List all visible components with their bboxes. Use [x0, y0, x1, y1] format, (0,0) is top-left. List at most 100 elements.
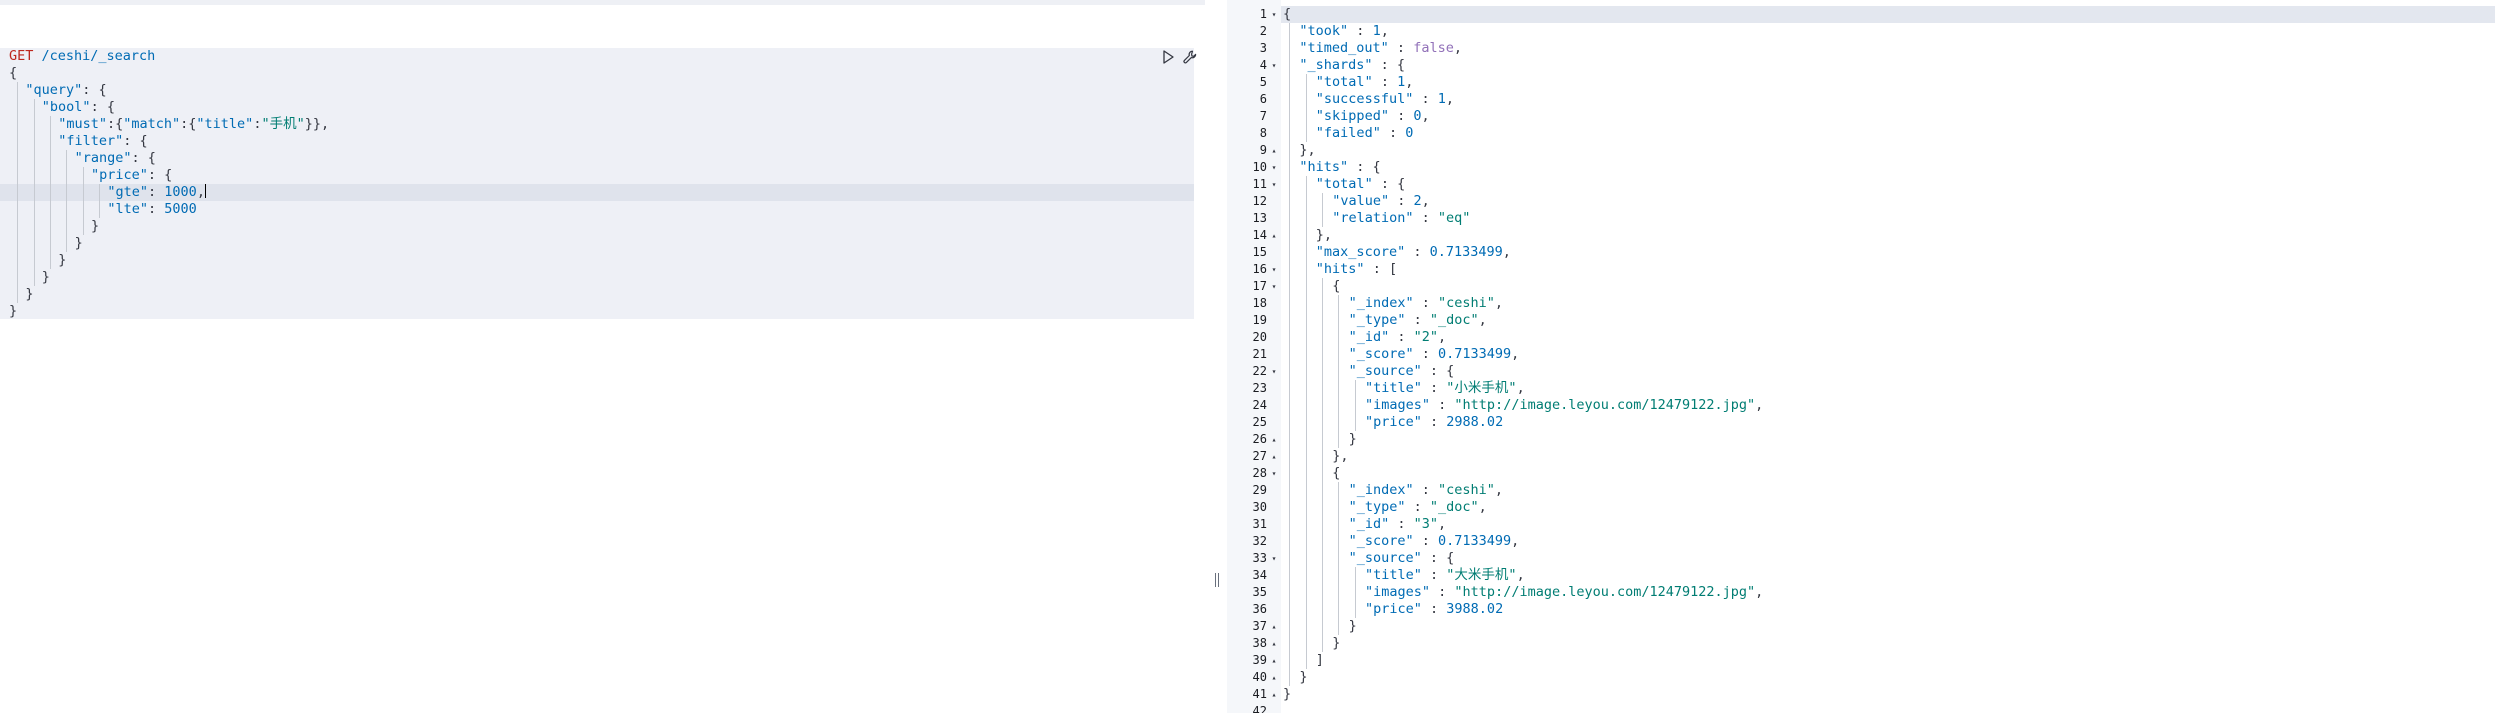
indent-guide: [1305, 227, 1307, 244]
indent-guide: [1305, 74, 1307, 91]
indent-guide: [17, 269, 19, 286]
response-code: "_shards" : {: [1299, 57, 1405, 74]
code-token: ,: [1511, 533, 1520, 549]
line-number: 30: [1252, 500, 1267, 514]
response-viewer-pane[interactable]: 1▾{2"took" : 1,3"timed_out" : false,4▾"_…: [1227, 0, 2495, 713]
fold-caret-down-icon[interactable]: ▾: [1271, 180, 1277, 189]
indent-guide: [1305, 414, 1307, 431]
response-line: 12"value" : 2,: [1227, 193, 2495, 210]
request-editor[interactable]: GET /ceshi/_search {"query": {"bool": {"…: [0, 48, 1194, 320]
fold-caret-down-icon[interactable]: ▾: [1271, 282, 1277, 291]
fold-caret-down-icon[interactable]: ▾: [1271, 469, 1277, 478]
line-number: 12: [1252, 194, 1267, 208]
line-number: 9: [1259, 143, 1267, 157]
code-token: 0.7133499: [1438, 533, 1512, 549]
code-token: "skipped": [1315, 108, 1389, 124]
fold-caret-up-icon[interactable]: ▴: [1271, 452, 1277, 461]
request-line[interactable]: "bool": {: [0, 99, 1194, 116]
code-token: 1: [1397, 74, 1406, 90]
line-number: 13: [1252, 211, 1267, 225]
request-line[interactable]: "gte": 1000,: [0, 184, 1194, 201]
fold-caret-up-icon[interactable]: ▴: [1271, 690, 1277, 699]
request-line[interactable]: }: [0, 303, 1194, 320]
indent-guide: [1305, 618, 1307, 635]
request-line[interactable]: "query": {: [0, 82, 1194, 99]
play-icon[interactable]: [1160, 49, 1176, 65]
code-token: :: [1405, 312, 1430, 328]
code-token: ,: [1445, 91, 1455, 107]
code-token: : {: [131, 150, 156, 166]
request-editor-pane[interactable]: GET /ceshi/_search {"query": {"bool": {"…: [0, 0, 1205, 713]
fold-caret-down-icon[interactable]: ▾: [1271, 367, 1277, 376]
code-token: :: [1421, 380, 1447, 396]
request-line[interactable]: "filter": {: [0, 133, 1194, 150]
line-number: 32: [1252, 534, 1267, 548]
wrench-icon[interactable]: [1182, 49, 1198, 65]
indent-guide: [1289, 465, 1291, 482]
fold-caret-up-icon[interactable]: ▴: [1271, 435, 1277, 444]
response-line: 10▾"hits" : {: [1227, 159, 2495, 176]
code-token: : {: [82, 82, 107, 98]
fold-caret-up-icon[interactable]: ▴: [1271, 622, 1277, 631]
response-output[interactable]: 1▾{2"took" : 1,3"timed_out" : false,4▾"_…: [1227, 6, 2495, 713]
request-line[interactable]: "must":{"match":{"title":"手机"}},: [0, 116, 1194, 133]
code-token: "_score": [1348, 346, 1414, 362]
line-number: 14: [1252, 228, 1267, 242]
response-line: 32"_score" : 0.7133499,: [1227, 533, 2495, 550]
request-line[interactable]: "lte": 5000: [0, 201, 1194, 218]
fold-caret-down-icon[interactable]: ▾: [1271, 554, 1277, 563]
line-number: 40: [1252, 670, 1267, 684]
pane-divider: [1205, 0, 1227, 713]
fold-caret-up-icon[interactable]: ▴: [1271, 656, 1277, 665]
indent-guide: [66, 150, 68, 167]
request-line[interactable]: }: [0, 269, 1194, 286]
fold-caret-down-icon[interactable]: ▾: [1271, 10, 1277, 19]
fold-caret-up-icon[interactable]: ▴: [1271, 639, 1277, 648]
indent-guide: [1305, 380, 1307, 397]
code-token: {: [1332, 465, 1341, 481]
code-token: "2": [1413, 329, 1439, 345]
fold-caret-down-icon[interactable]: ▾: [1271, 265, 1277, 274]
indent-guide: [1289, 448, 1291, 465]
resize-handle-icon[interactable]: [1215, 573, 1221, 587]
fold-caret-down-icon[interactable]: ▾: [1271, 61, 1277, 70]
indent-guide: [1338, 295, 1340, 312]
indent-guide: [1354, 380, 1356, 397]
fold-caret-up-icon[interactable]: ▴: [1271, 146, 1277, 155]
line-number: 6: [1259, 92, 1267, 106]
request-line[interactable]: }: [0, 218, 1194, 235]
indent-guide: [1305, 533, 1307, 550]
code-token: 2: [1413, 193, 1422, 209]
fold-caret-up-icon[interactable]: ▴: [1271, 231, 1277, 240]
response-code: }: [1299, 669, 1307, 686]
indent-guide: [17, 99, 19, 116]
code-token: "title": [196, 116, 254, 132]
indent-guide: [1289, 652, 1291, 669]
request-line[interactable]: {: [0, 65, 1194, 82]
indent-guide: [17, 235, 19, 252]
code-token: ,: [1478, 499, 1487, 515]
code-token: ,: [1405, 74, 1414, 90]
fold-caret-down-icon[interactable]: ▾: [1271, 163, 1277, 172]
response-line: 8"failed" : 0: [1227, 125, 2495, 142]
fold-caret-up-icon[interactable]: ▴: [1271, 673, 1277, 682]
indent-guide: [1322, 499, 1323, 516]
indent-guide: [1305, 431, 1307, 448]
code-token: },: [1299, 142, 1316, 158]
response-line: 36"price" : 3988.02: [1227, 601, 2495, 618]
request-line[interactable]: "range": {: [0, 150, 1194, 167]
response-line: 18"_index" : "ceshi",: [1227, 295, 2495, 312]
response-code: "images" : "http://image.leyou.com/12479…: [1365, 584, 1763, 601]
line-number: 23: [1252, 381, 1267, 395]
code-token: "hits": [1315, 261, 1365, 277]
code-token: :: [1348, 23, 1373, 39]
code-token: ,: [1494, 295, 1504, 311]
request-line[interactable]: }: [0, 252, 1194, 269]
request-line[interactable]: }: [0, 286, 1194, 303]
indent-guide: [1305, 193, 1307, 210]
request-line[interactable]: GET /ceshi/_search: [0, 48, 1194, 65]
request-line[interactable]: }: [0, 235, 1194, 252]
indent-guide: [1322, 431, 1323, 448]
code-token: "total": [1315, 74, 1373, 90]
request-line[interactable]: "price": {: [0, 167, 1194, 184]
